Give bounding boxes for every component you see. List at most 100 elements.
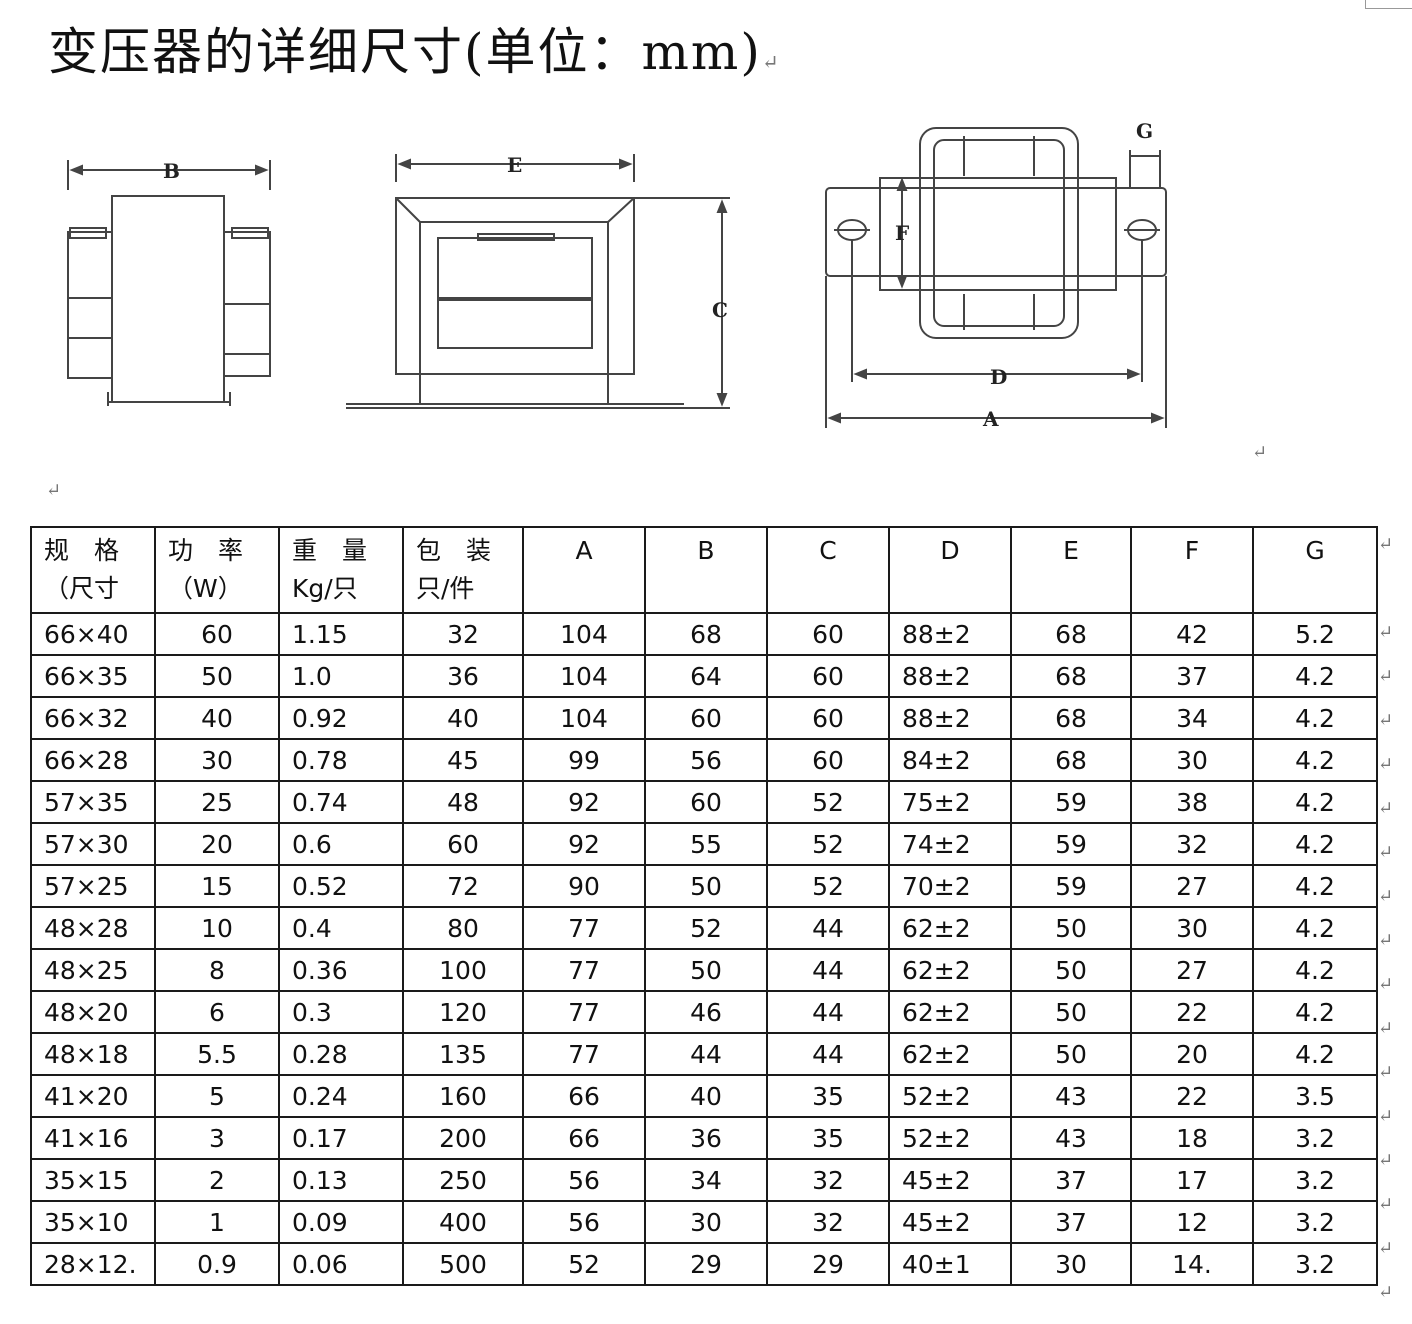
table-cell: 0.78 (278, 738, 404, 782)
dim-label-d: D (990, 365, 1007, 389)
table-cell: 36 (644, 1116, 768, 1160)
table-cell: 45 (402, 738, 524, 782)
table-cell: 43 (1010, 1116, 1132, 1160)
header-line1: C (819, 536, 837, 565)
front-view-drawing (346, 154, 730, 409)
table-cell: 56 (522, 1200, 646, 1244)
table-cell: 104 (522, 612, 646, 656)
dim-label-e: E (507, 153, 522, 177)
table-cell: 0.09 (278, 1200, 404, 1244)
table-cell: 52 (766, 822, 890, 866)
header-line1: D (940, 536, 960, 565)
table-cell: 88±2 (888, 612, 1012, 656)
table-cell: 27 (1130, 864, 1254, 908)
table-cell: 48×18 (30, 1032, 156, 1076)
table-cell: 74±2 (888, 822, 1012, 866)
header-line2: （W） (168, 574, 243, 603)
table-cell: 50 (1010, 1032, 1132, 1076)
table-cell: 52 (644, 906, 768, 950)
table-cell: 4.2 (1252, 906, 1378, 950)
table-cell: 44 (766, 948, 890, 992)
page-title: 变压器的详细尺寸(单位：mm)↵ (48, 20, 781, 94)
table-cell: 0.28 (278, 1032, 404, 1076)
table-cell: 0.4 (278, 906, 404, 950)
table-cell: 60 (644, 780, 768, 824)
dim-label-a: A (982, 407, 999, 431)
table-cell: 32 (766, 1200, 890, 1244)
table-cell: 52±2 (888, 1116, 1012, 1160)
table-cell: 0.17 (278, 1116, 404, 1160)
table-cell: 50 (1010, 906, 1132, 950)
table-cell: 66×28 (30, 738, 156, 782)
table-cell: 1 (154, 1200, 280, 1244)
table-cell: 48 (402, 780, 524, 824)
table-cell: 5 (154, 1074, 280, 1118)
table-cell: 20 (1130, 1032, 1254, 1076)
table-cell: 3.2 (1252, 1158, 1378, 1202)
table-cell: 0.24 (278, 1074, 404, 1118)
table-cell: 8 (154, 948, 280, 992)
table-cell: 5.2 (1252, 612, 1378, 656)
table-cell: 30 (1130, 906, 1254, 950)
row-end-mark: ↵ (1378, 797, 1394, 819)
table-cell: 34 (644, 1158, 768, 1202)
row-end-mark: ↵ (1378, 1281, 1394, 1303)
table-cell: 48×28 (30, 906, 156, 950)
table-cell: 27 (1130, 948, 1254, 992)
paragraph-mark: ↵ (761, 50, 781, 74)
header-cell: F (1130, 526, 1254, 614)
table-cell: 59 (1010, 864, 1132, 908)
table-cell: 88±2 (888, 696, 1012, 740)
table-cell: 17 (1130, 1158, 1254, 1202)
table-cell: 32 (402, 612, 524, 656)
table-cell: 92 (522, 780, 646, 824)
table-cell: 52 (522, 1242, 646, 1286)
table-cell: 99 (522, 738, 646, 782)
table-cell: 40 (644, 1074, 768, 1118)
table-cell: 66×40 (30, 612, 156, 656)
table-cell: 50 (644, 948, 768, 992)
table-cell: 77 (522, 1032, 646, 1076)
row-end-mark: ↵ (1378, 841, 1394, 863)
table-cell: 48×20 (30, 990, 156, 1034)
table-cell: 25 (154, 780, 280, 824)
table-cell: 77 (522, 990, 646, 1034)
table-cell: 22 (1130, 1074, 1254, 1118)
table-cell: 35×15 (30, 1158, 156, 1202)
paragraph-mark: ↵ (46, 480, 62, 501)
table-cell: 52±2 (888, 1074, 1012, 1118)
table-cell: 62±2 (888, 906, 1012, 950)
table-cell: 35×10 (30, 1200, 156, 1244)
table-cell: 0.36 (278, 948, 404, 992)
table-cell: 72 (402, 864, 524, 908)
table-cell: 56 (644, 738, 768, 782)
row-end-mark: ↵ (1378, 885, 1394, 907)
table-cell: 28×12. (30, 1242, 156, 1286)
table-cell: 44 (644, 1032, 768, 1076)
table-cell: 35 (766, 1116, 890, 1160)
row-end-mark: ↵ (1378, 1061, 1394, 1083)
table-cell: 66 (522, 1074, 646, 1118)
header-cell: A (522, 526, 646, 614)
table-cell: 1.0 (278, 654, 404, 698)
table-cell: 29 (644, 1242, 768, 1286)
table-cell: 62±2 (888, 948, 1012, 992)
row-end-mark: ↵ (1378, 709, 1394, 731)
dim-label-b: B (163, 159, 180, 183)
table-cell: 92 (522, 822, 646, 866)
table-cell: 62±2 (888, 1032, 1012, 1076)
top-view-drawing (825, 127, 1167, 428)
table-cell: 52 (766, 780, 890, 824)
table-cell: 42 (1130, 612, 1254, 656)
table-cell: 66×32 (30, 696, 156, 740)
table-cell: 70±2 (888, 864, 1012, 908)
table-cell: 35 (766, 1074, 890, 1118)
header-line1: F (1184, 536, 1200, 565)
table-cell: 0.3 (278, 990, 404, 1034)
table-cell: 45±2 (888, 1158, 1012, 1202)
table-cell: 37 (1010, 1200, 1132, 1244)
